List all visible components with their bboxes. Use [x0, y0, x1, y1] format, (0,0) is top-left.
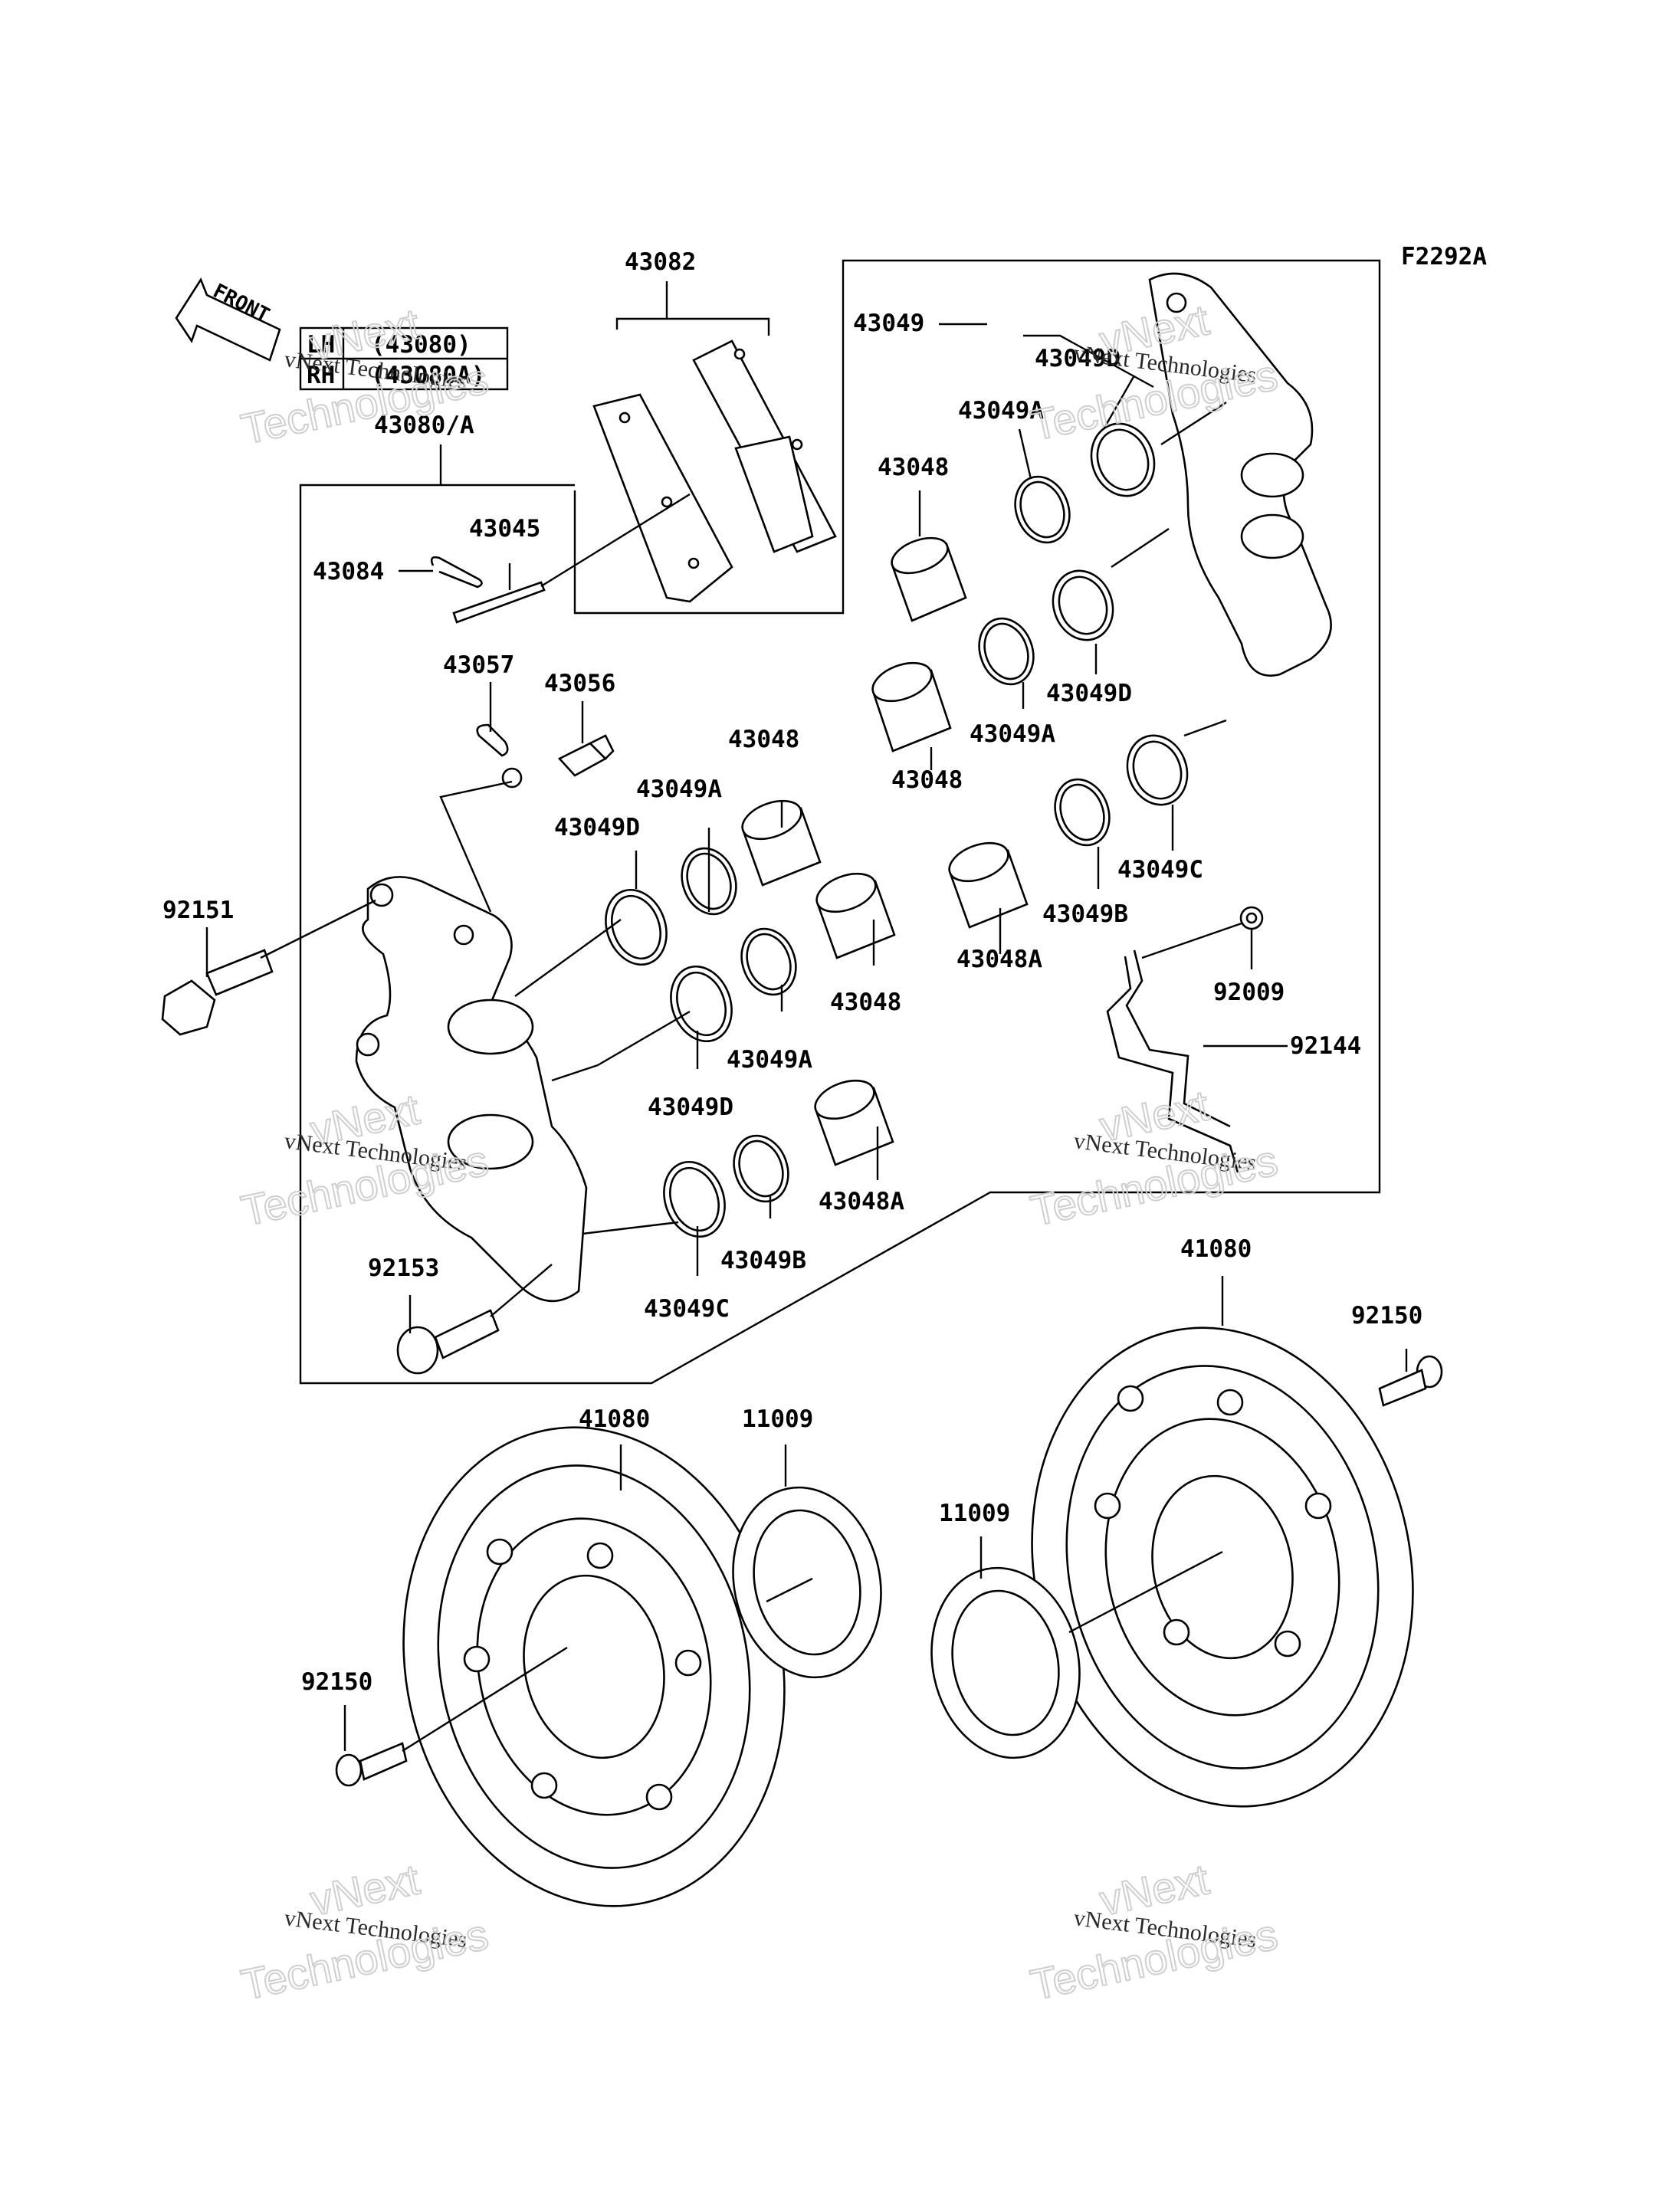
disc-spacer-left [732, 1486, 882, 1679]
callout-43049a-4: 43049A [727, 1046, 812, 1074]
part-lh: (43080) [371, 331, 471, 359]
watermark-5: vNext vNext Technologies Technologies [236, 1854, 493, 2009]
callout-43049b: 43049B [1042, 900, 1128, 928]
caliper-body-right [1148, 272, 1332, 677]
callout-41080-right: 41080 [1180, 1235, 1252, 1263]
callout-43082: 43082 [625, 248, 696, 276]
pistons [741, 536, 1029, 1166]
pad-bracket [439, 281, 770, 485]
callout-92150-right: 92150 [1351, 1302, 1422, 1330]
callout-43049a: 43049A [958, 397, 1044, 425]
brake-pad-outer [692, 339, 837, 553]
callout-43084: 43084 [313, 558, 384, 585]
callout-43048-2: 43048 [728, 726, 799, 753]
pad-pin [452, 493, 691, 624]
pin-clip [430, 556, 483, 589]
callout-43056: 43056 [544, 670, 615, 697]
callout-43049d-3: 43049D [554, 814, 640, 841]
callout-43049a-2: 43049A [970, 720, 1055, 748]
callout-43080a: 43080/A [374, 412, 474, 439]
side-lh: LH [307, 331, 335, 359]
caliper-bolt-92153 [396, 1309, 500, 1375]
bleeder-cap [476, 723, 523, 789]
brake-disc-left [402, 1426, 786, 1907]
side-table: LH (43080) RH (43080A) [299, 326, 509, 391]
callout-92150-left: 92150 [301, 1668, 372, 1696]
callout-92153: 92153 [368, 1254, 439, 1282]
brake-pad-inner [592, 393, 733, 603]
disc-spacer-right [930, 1566, 1081, 1759]
caliper-body-left [355, 876, 588, 1303]
callout-43048-3: 43048 [891, 766, 963, 794]
small-bolt [1239, 906, 1264, 930]
callout-43049b-2: 43049B [720, 1247, 806, 1274]
watermark-4: vNext vNext Technologies Technologies [1025, 1080, 1282, 1235]
callout-43048a: 43048A [956, 946, 1042, 973]
brake-disc-right [1031, 1326, 1414, 1808]
callout-11009-right: 11009 [939, 1500, 1010, 1527]
watermark-6: vNext vNext Technologies Technologies [1025, 1854, 1282, 2009]
callout-43049: 43049 [853, 310, 924, 337]
pad-spring [1106, 949, 1239, 1173]
part-rh: (43080A) [371, 362, 485, 389]
disc-bolt-left [335, 1742, 408, 1787]
callout-43045: 43045 [469, 515, 540, 543]
callout-43057: 43057 [443, 651, 514, 679]
caliper-bolt-92151 [161, 949, 274, 1036]
callout-92151: 92151 [162, 897, 234, 924]
callout-labels: 43082 43049 43049D 43080/A 43049A 43048 … [162, 248, 1422, 1696]
callout-43049d-4: 43049D [648, 1094, 733, 1121]
callout-41080-left: 41080 [579, 1405, 650, 1433]
side-rh: RH [307, 362, 335, 389]
front-arrow-icon: FRONT [175, 277, 281, 362]
callout-11009-left: 11009 [742, 1405, 813, 1433]
bleeder-valve [557, 734, 615, 777]
figure-code: F2292A [1401, 243, 1487, 271]
callout-43048: 43048 [878, 454, 949, 481]
callout-43049c-2: 43049C [644, 1295, 730, 1323]
callout-43049d: 43049D [1035, 345, 1121, 372]
callout-43049d-2: 43049D [1046, 680, 1132, 707]
callout-43048-4: 43048 [830, 989, 901, 1016]
disc-bolt-right [1378, 1355, 1443, 1407]
callout-92009: 92009 [1213, 979, 1285, 1006]
callout-92144: 92144 [1290, 1032, 1361, 1060]
callout-43048a-2: 43048A [819, 1188, 904, 1215]
leader-lines [205, 323, 1408, 1753]
callout-43049c: 43049C [1117, 856, 1203, 884]
callout-43049a-3: 43049A [636, 776, 722, 803]
caliper-assembly-outline [299, 259, 1381, 1385]
